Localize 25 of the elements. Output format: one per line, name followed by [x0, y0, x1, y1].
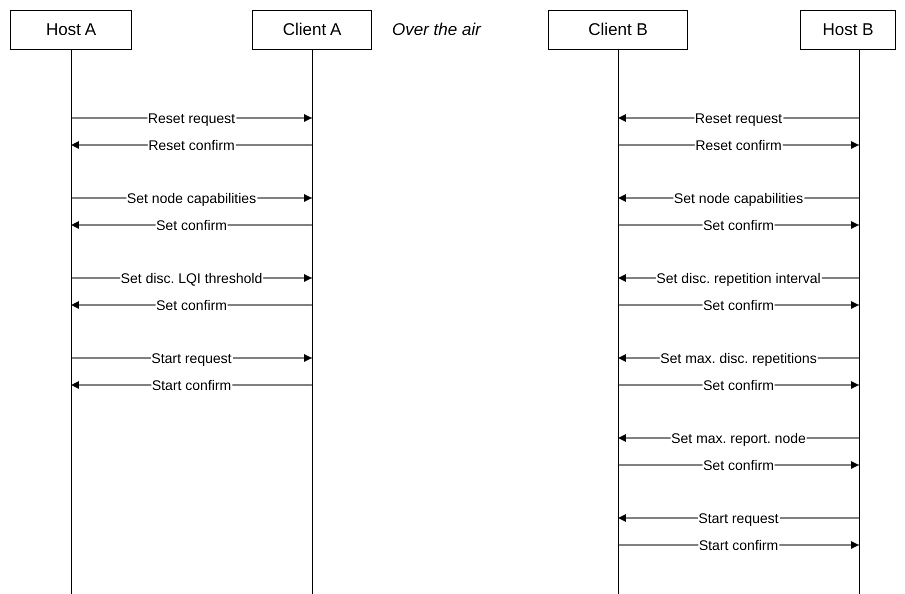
edge-label: Set max. report. node: [670, 430, 807, 446]
edge-label: Set confirm: [702, 457, 775, 473]
edge-label: Set max. disc. repetitions: [659, 350, 818, 366]
lifeline-head-box: Host B: [800, 10, 896, 50]
lifeline-head-box: Host A: [10, 10, 132, 50]
annotation-text: Over the air: [392, 20, 481, 40]
lifeline-head-box: Client B: [548, 10, 688, 50]
edge-label: Set disc. LQI threshold: [120, 270, 264, 286]
edge-label: Start request: [697, 510, 780, 526]
edge-label: Set disc. repetition interval: [655, 270, 822, 286]
edge-label: Reset confirm: [694, 137, 783, 153]
edge-label: Start confirm: [150, 377, 232, 393]
lifeline-head-box: Client A: [252, 10, 372, 50]
edge-label: Set confirm: [702, 297, 775, 313]
edge-label: Set node capabilities: [672, 190, 804, 206]
edge-label: Reset request: [694, 110, 784, 126]
edge-label: Set confirm: [155, 217, 228, 233]
edge-label: Set node capabilities: [126, 190, 258, 206]
edge-label: Set confirm: [155, 297, 228, 313]
edge-label: Start confirm: [698, 537, 780, 553]
edge-label: Set confirm: [702, 377, 775, 393]
edge-label: Reset request: [146, 110, 236, 126]
edge-label: Set confirm: [702, 217, 775, 233]
edge-label: Start request: [150, 350, 233, 366]
edge-label: Reset confirm: [147, 137, 236, 153]
